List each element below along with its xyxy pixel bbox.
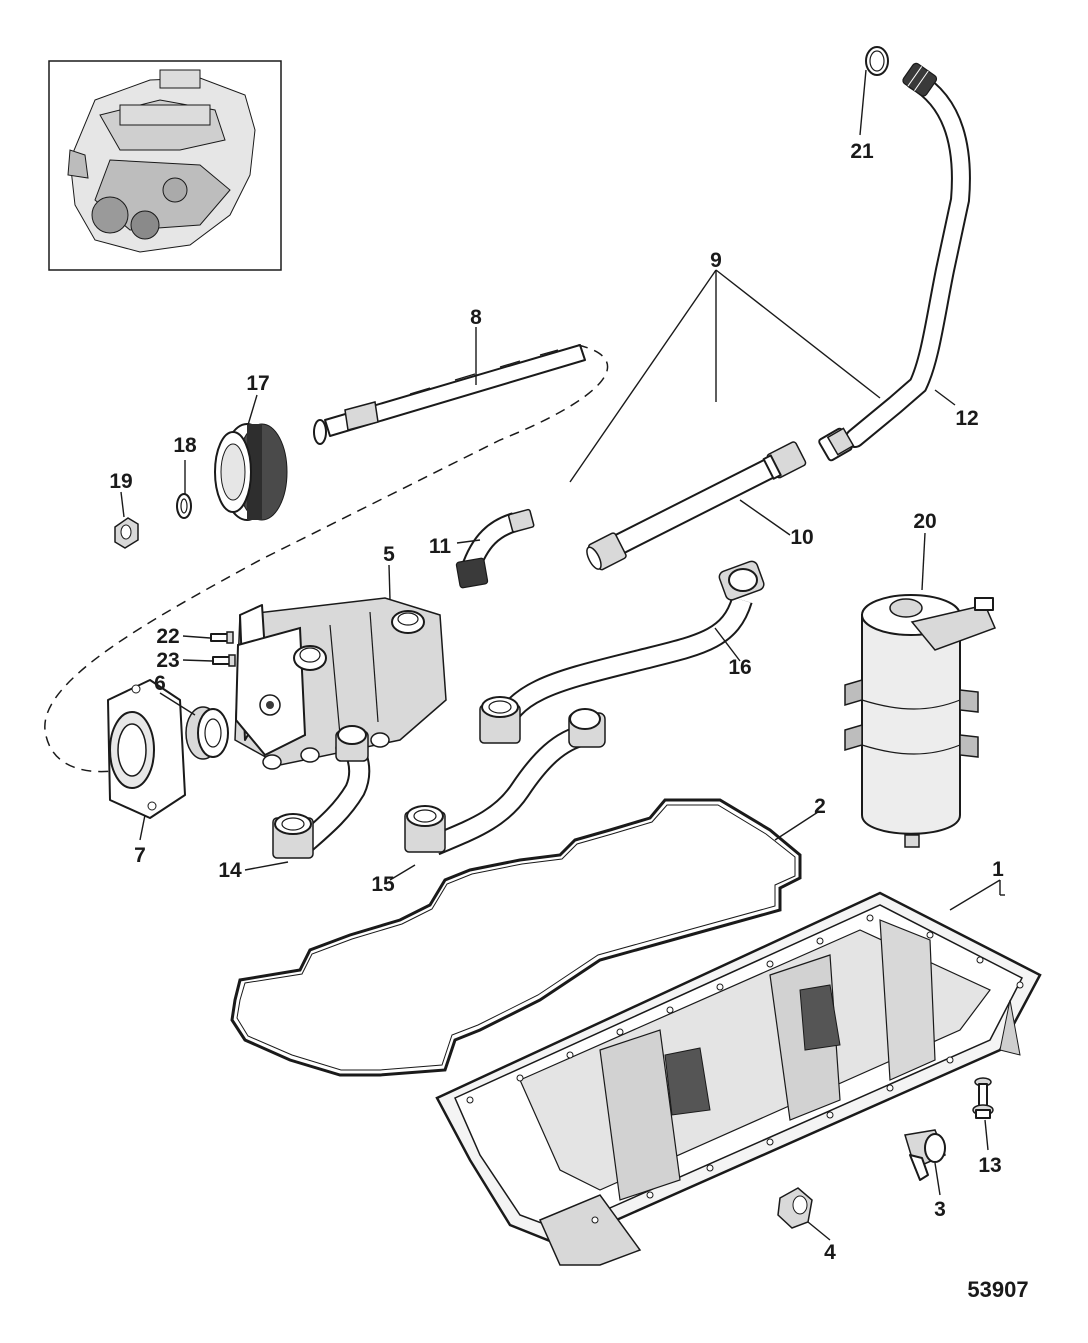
hose-part-16 [479, 560, 765, 744]
washer-part-18 [176, 493, 192, 519]
bearing-part-6 [185, 706, 229, 760]
callout-8: 8 [470, 306, 482, 329]
pump-part-5 [234, 597, 447, 770]
callout-2: 2 [814, 795, 826, 818]
callout-11: 11 [429, 535, 452, 558]
bolt-part-23 [212, 654, 236, 667]
reservoir-part-20 [844, 594, 997, 848]
elbow-fitting-part-11 [455, 508, 535, 589]
alignment-dashed-line [44, 344, 609, 773]
oil-pan-part-1 [435, 891, 1042, 1266]
shaft-part-8 [313, 344, 586, 445]
sensor-part-3 [904, 1129, 946, 1181]
callout-labels: 1 2 3 4 5 6 7 8 9 10 11 12 13 14 15 16 1… [109, 140, 1004, 1264]
callout-15: 15 [371, 873, 395, 896]
bolt-part-13 [972, 1077, 994, 1119]
callout-22: 22 [156, 625, 179, 648]
callout-23: 23 [156, 649, 179, 672]
callout-7: 7 [134, 844, 146, 867]
callout-1: 1 [992, 858, 1004, 881]
o-ring-part-21 [865, 46, 889, 76]
bolt-part-22 [210, 631, 234, 644]
callout-20: 20 [913, 510, 936, 533]
nut-part-19 [114, 517, 139, 549]
hose-part-10 [586, 441, 807, 571]
flange-part-7 [107, 679, 186, 819]
callout-18: 18 [173, 434, 197, 457]
hose-part-14 [272, 725, 371, 859]
drain-plug-part-4 [777, 1187, 813, 1229]
leader-lines [120, 69, 1005, 1241]
callout-10: 10 [790, 526, 813, 549]
figure-number: 53907 [967, 1277, 1028, 1302]
hose-part-15 [404, 708, 606, 856]
callout-17: 17 [246, 372, 269, 395]
callout-12: 12 [955, 407, 978, 430]
callout-4: 4 [824, 1241, 836, 1264]
tube-part-12 [818, 62, 971, 462]
engine-inset [48, 60, 282, 271]
callout-13: 13 [978, 1154, 1001, 1177]
callout-3: 3 [934, 1198, 946, 1221]
callout-14: 14 [218, 859, 242, 882]
callout-16: 16 [728, 656, 751, 679]
callout-5: 5 [383, 543, 395, 566]
callout-9: 9 [710, 249, 722, 272]
gasket-part-2 [230, 798, 802, 1077]
callout-21: 21 [850, 140, 874, 163]
callout-19: 19 [109, 470, 132, 493]
callout-6: 6 [154, 672, 166, 695]
gear-part-17 [214, 423, 288, 521]
